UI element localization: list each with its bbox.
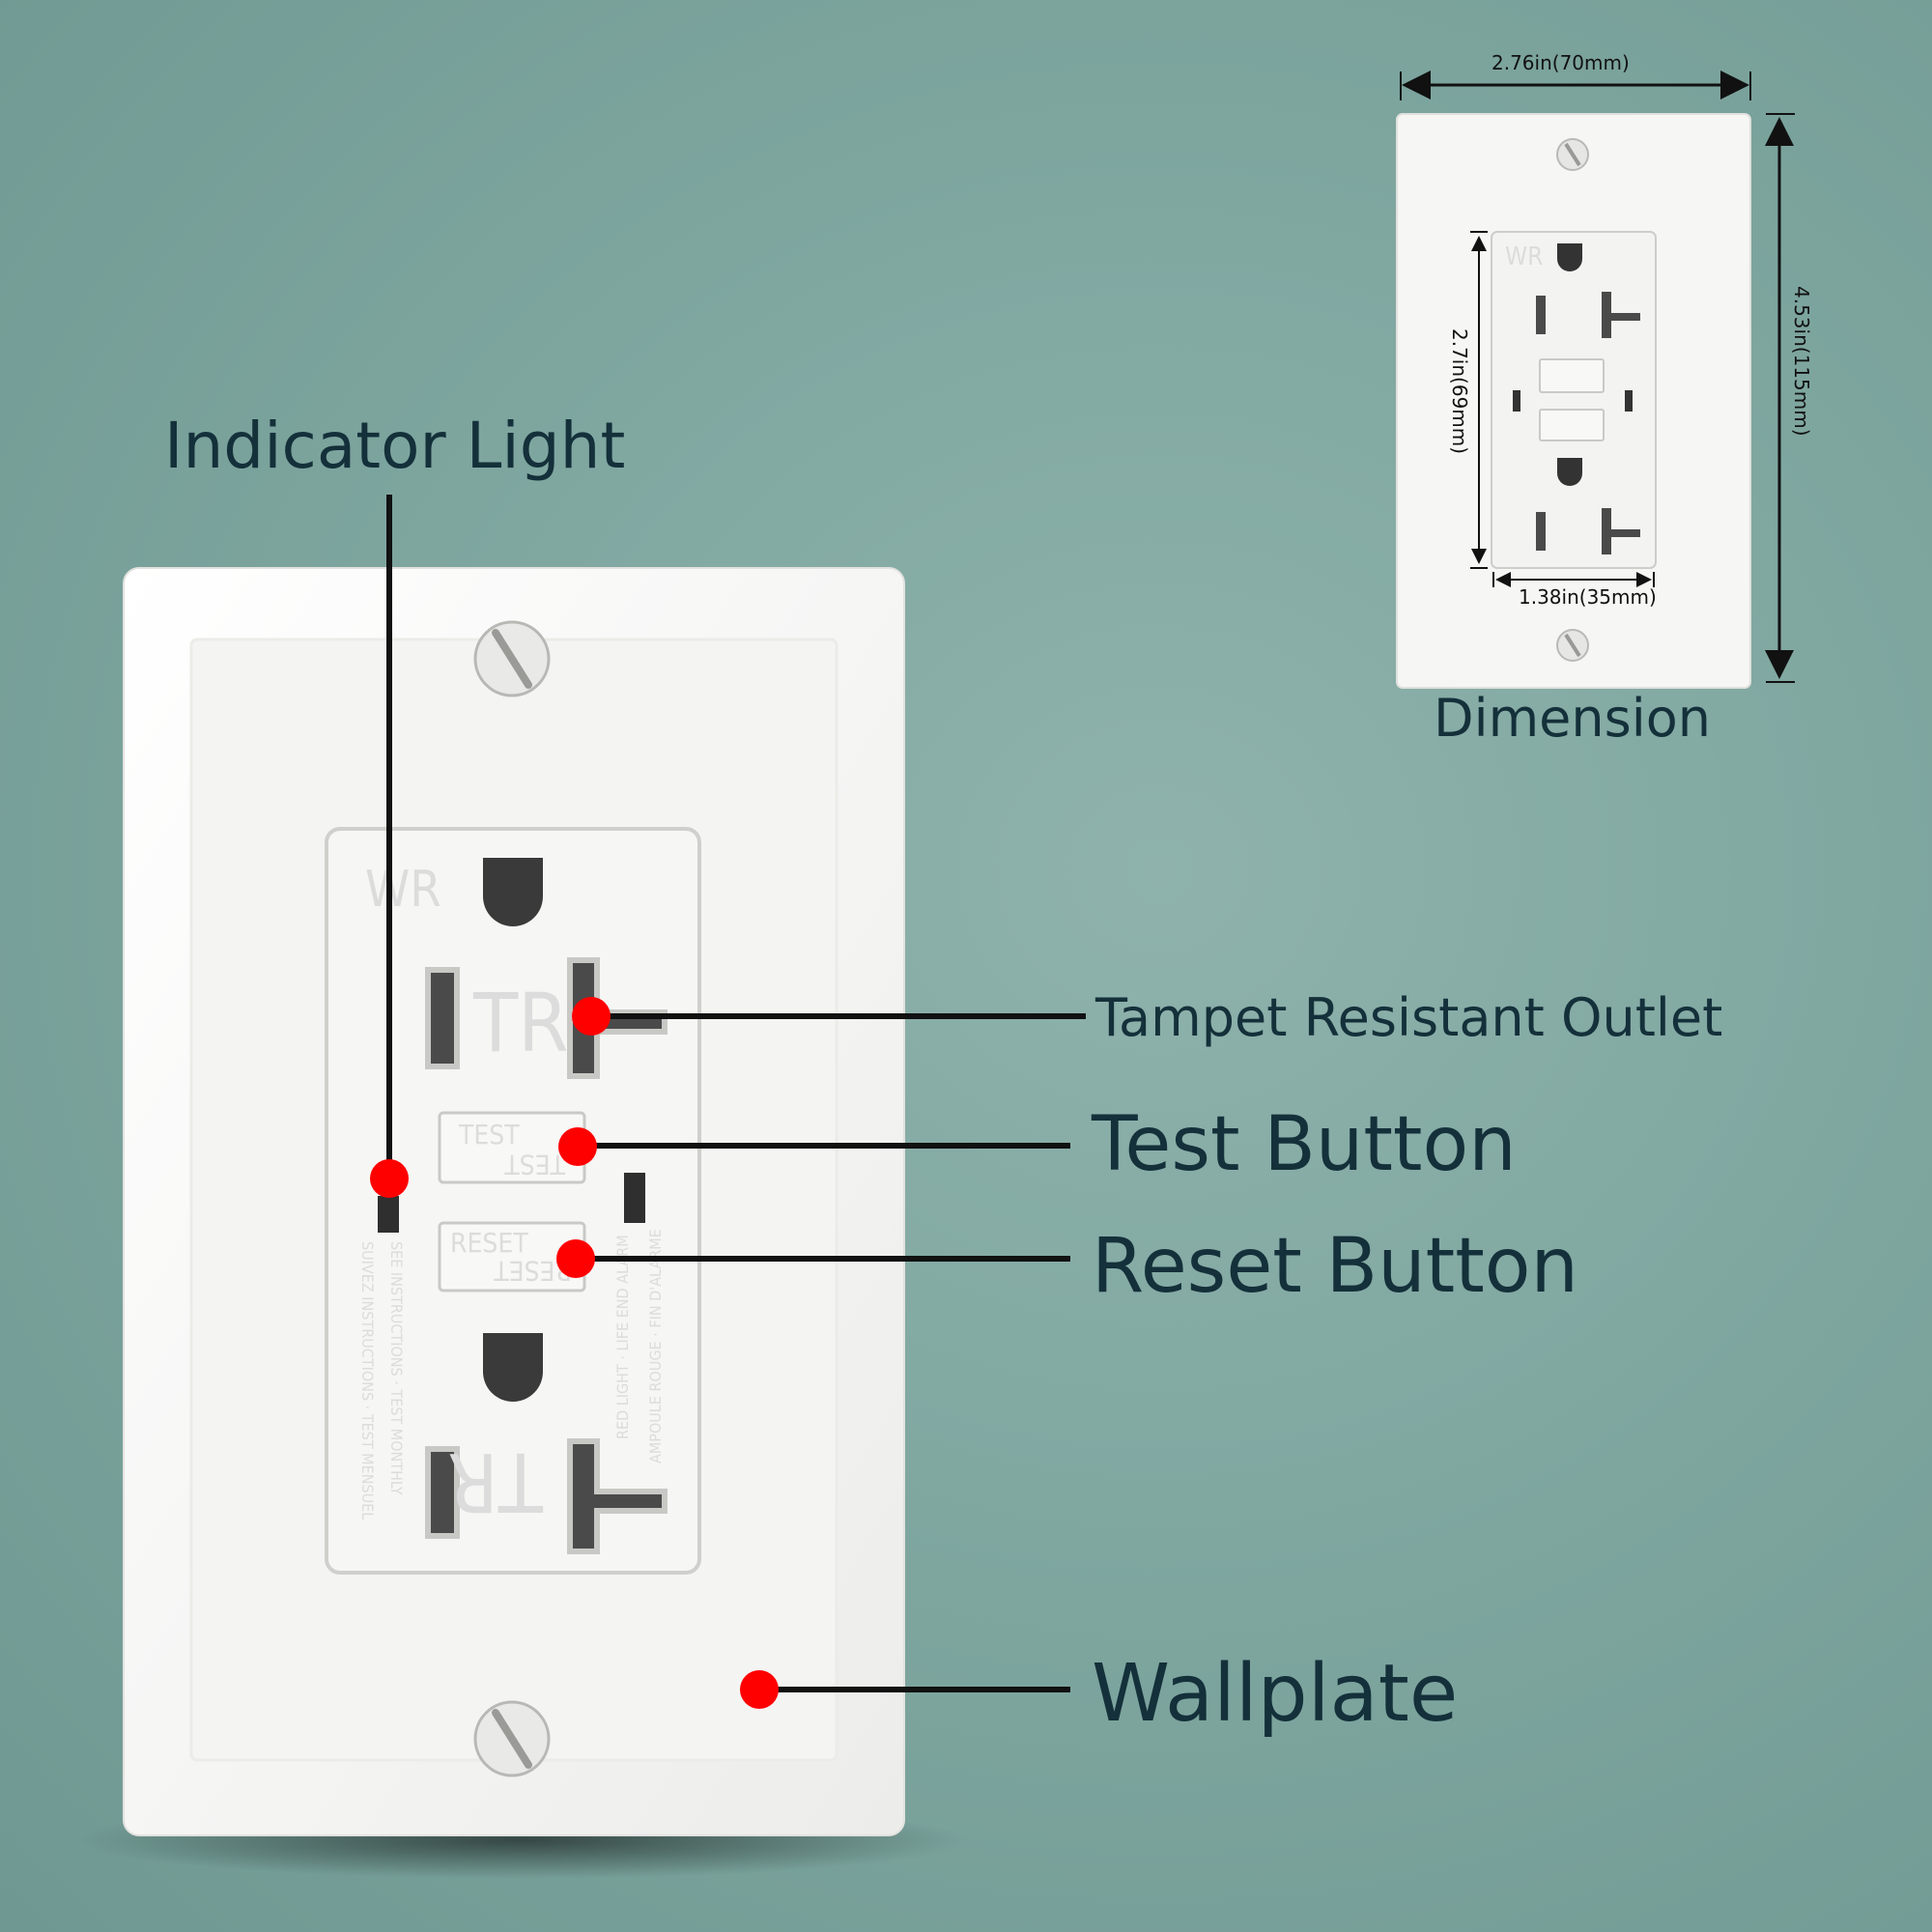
inset-indicator-light-right [1625,390,1633,412]
instruction-text-left-2: SUIVEZ INSTRUCTIONS · TEST MENSUEL [358,1241,377,1520]
inset-indicator-light [1513,390,1520,412]
plate-width-text: 2.76in(70mm) [1492,51,1630,74]
callouts [370,495,1086,1709]
top-screw-icon [473,620,551,697]
test-button-dot [558,1127,597,1166]
test-button-label-callout: Test Button [1091,1101,1517,1188]
brand-mark: WR [365,861,441,919]
upper-ground-slot-icon [483,858,543,926]
indicator-light-label: Indicator Light [164,409,625,483]
outlet-width-text: 1.38in(35mm) [1519,585,1657,609]
lower-ground-slot-icon [483,1333,543,1402]
upper-neutral-slot-icon [425,967,460,1069]
inset-upper-hot-icon [1602,292,1640,338]
inset-reset-button [1539,409,1605,441]
lower-hot-slot-icon [567,1438,668,1554]
test-button-label-mirrored: TEST [504,1149,566,1180]
dimension-title: Dimension [1434,688,1711,749]
dimension-inset: WR 2.76in(70mm) 4.53in(115mm) 2.7in(69mm… [1396,51,1813,749]
tamper-resistant-dot [572,997,611,1036]
inset-upper-neutral-icon [1536,296,1546,334]
indicator-light-right [624,1173,645,1223]
inset-brand-mark: WR [1505,242,1543,271]
reset-button-label: RESET [450,1227,528,1259]
test-button-label: TEST [458,1119,520,1151]
inset-lower-neutral-icon [1536,512,1546,551]
indicator-light [378,1196,399,1233]
inset-lower-ground-icon [1557,458,1582,486]
inset-bottom-screw-icon [1556,629,1589,662]
bottom-screw-icon [473,1700,551,1777]
main-outlet: WR TR TEST TEST RESET RESET SEE INSTRUCT… [77,567,966,1879]
lower-tr-mark: TR [447,1435,544,1529]
upper-tr-mark: TR [472,976,569,1070]
inset-lower-hot-icon [1602,508,1640,554]
outlet-height-text: 2.7in(69mm) [1448,328,1471,454]
instruction-text-right-1: RED LIGHT · LIFE END ALARM [613,1235,632,1439]
wallplate-dot [740,1670,779,1709]
inset-test-button [1539,358,1605,393]
reset-button-dot [556,1239,595,1278]
inset-top-screw-icon [1556,138,1589,171]
wallplate-label: Wallplate [1092,1648,1458,1740]
indicator-light-dot [370,1159,409,1198]
tamper-resistant-label: Tampet Resistant Outlet [1094,987,1722,1048]
reset-button-label-callout: Reset Button [1092,1223,1578,1310]
plate-height-text: 4.53in(115mm) [1790,286,1813,437]
inset-upper-ground-icon [1557,243,1582,271]
instruction-text-right-2: AMPOULE ROUGE · FIN D'ALARME [646,1229,665,1463]
instruction-text-left-1: SEE INSTRUCTIONS · TEST MONTHLY [387,1241,406,1495]
lower-neutral-slot-icon [425,1446,460,1539]
